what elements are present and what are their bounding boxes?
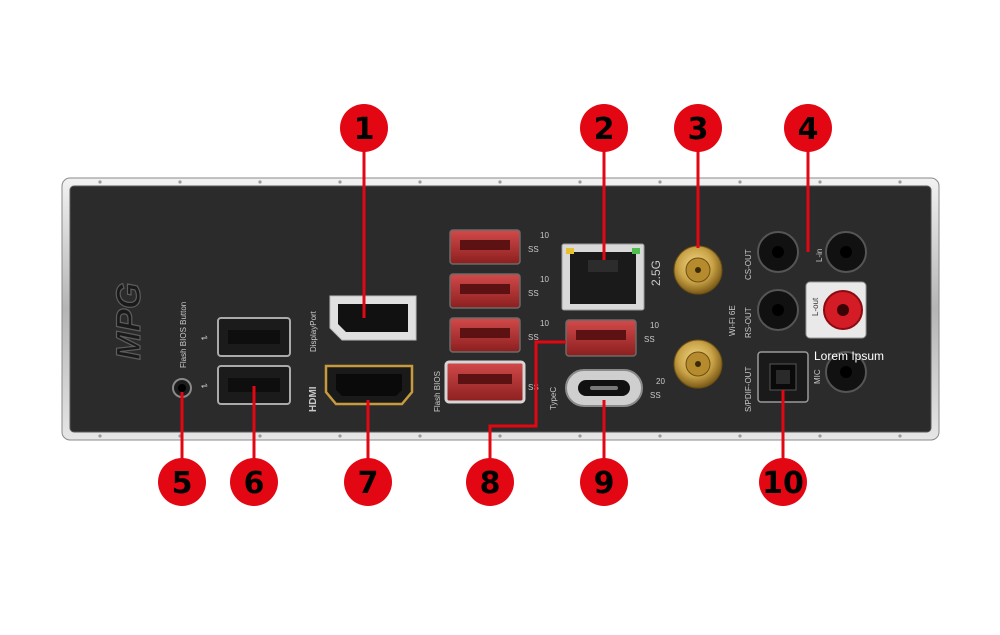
displayport-port: [329, 295, 417, 341]
ss-usb-icon: SS: [650, 391, 661, 400]
ss-usb-icon: SS: [528, 245, 539, 254]
callout-3-number: 3: [688, 112, 709, 147]
type-c-label: TypeC: [549, 387, 558, 410]
brand-logo: MPG: [110, 283, 148, 360]
usb2-ports: ⇌ ⇌: [201, 317, 291, 405]
usb-speed-10: 10: [540, 319, 549, 328]
ss-usb-icons: SS SS SS SS 10 10 10: [528, 231, 549, 392]
usb-speed-20: 20: [656, 377, 665, 386]
flash-bios-label: Flash BIOS: [433, 371, 442, 412]
l-in-label: L-in: [815, 249, 824, 262]
ss-usb-icon: SS: [528, 289, 539, 298]
usb-icon: ⇌: [201, 381, 208, 390]
callout-10-number: 10: [762, 466, 804, 501]
callout-2-number: 2: [594, 112, 615, 147]
callout-4-number: 4: [798, 112, 819, 147]
flash-bios-button-label: Flash BIOS Button: [179, 302, 188, 368]
usb-speed-10: 10: [540, 231, 549, 240]
callout-9: 9: [580, 458, 628, 506]
callout-6: 6: [230, 458, 278, 506]
ss-usb-icon: SS: [528, 333, 539, 342]
rs-out-label: RS-OUT: [744, 307, 753, 338]
flash-bios-button: [172, 378, 192, 398]
callout-8: 8: [466, 458, 514, 506]
usb-icon: ⇌: [201, 333, 208, 342]
callout-5-number: 5: [172, 466, 193, 501]
callout-1: 1: [340, 104, 388, 152]
lan-speed-label: 2.5G: [649, 260, 663, 286]
callout-2: 2: [580, 104, 628, 152]
callout-4: 4: [784, 104, 832, 152]
usb3-red-ports: [444, 229, 526, 404]
callout-7: 7: [344, 458, 392, 506]
callout-8-number: 8: [480, 466, 501, 501]
displayport-label: DisplayPort: [309, 310, 318, 352]
callout-6-number: 6: [244, 466, 265, 501]
mic-label: MIC: [813, 369, 822, 384]
usb-speed-10: 10: [650, 321, 659, 330]
audio-jacks: [757, 231, 867, 393]
callout-3: 3: [674, 104, 722, 152]
overlay-caption: Lorem Ipsum: [814, 349, 884, 363]
cs-out-label: CS-OUT: [744, 249, 753, 280]
wifi-label: Wi-Fi 6E: [728, 305, 737, 336]
callout-10: 10: [759, 458, 807, 506]
hdmi-label: HDMI: [308, 386, 319, 412]
callout-7-number: 7: [358, 466, 379, 501]
spdif-out-label: S/PDIF-OUT: [744, 367, 753, 412]
usb3-top-port: SS 10: [565, 319, 659, 357]
lan-port: [561, 243, 645, 311]
hdmi-port: [324, 364, 414, 406]
spdif-optical-port: [757, 351, 809, 403]
type-c-port: SS 20: [565, 369, 665, 407]
l-out-label: L-out: [811, 297, 820, 316]
callout-5: 5: [158, 458, 206, 506]
callout-9-number: 9: [594, 466, 615, 501]
ss-usb-icon: SS: [528, 383, 539, 392]
usb-speed-10: 10: [540, 275, 549, 284]
callout-1-number: 1: [354, 112, 375, 147]
ss-usb-icon: SS: [644, 335, 655, 344]
